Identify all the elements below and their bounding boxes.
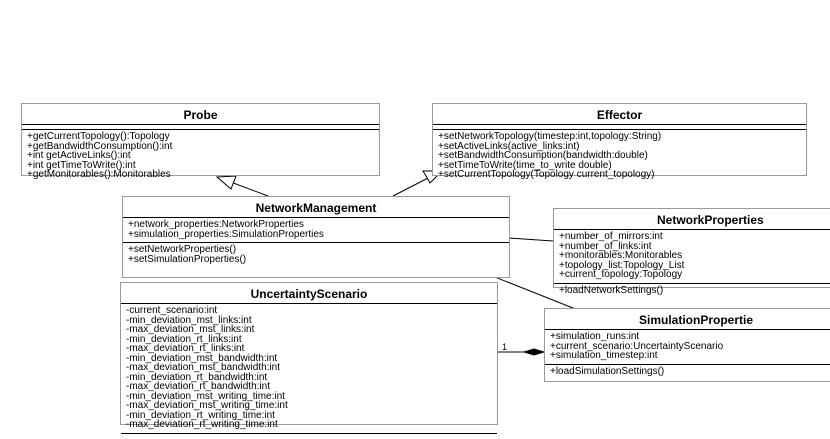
operation: +setCurrentTopology(Topology current_top… xyxy=(438,169,655,180)
attribute: -max_deviation_mst_links:int xyxy=(126,324,255,335)
operations-compartment xyxy=(121,434,497,439)
class-network-properties[interactable]: NetworkProperties +number_of_mirrors:int… xyxy=(553,208,830,295)
composition-diamond xyxy=(522,348,546,356)
attribute: -min_deviation_mst_bandwidth:int xyxy=(126,352,278,364)
operation: +setSimulationProperties() xyxy=(128,253,247,265)
attribute: -max_deviation_rt_writing_time:int xyxy=(126,419,278,430)
multiplicity-label: 1 xyxy=(502,342,507,352)
generalization-arrowhead-probe xyxy=(215,175,237,190)
attributes-compartment xyxy=(433,125,806,130)
class-probe[interactable]: Probe +getCurrentTopology():Topology +ge… xyxy=(21,103,380,179)
attribute: +simulation_properties:SimulationPropert… xyxy=(128,228,324,240)
attribute: -max_deviation_rt_bandwidth:int xyxy=(126,381,270,392)
operation: +setNetworkProperties() xyxy=(128,244,237,255)
generalization-line-probe xyxy=(227,180,269,197)
generalization-line-effector xyxy=(392,175,433,197)
class-name: SimulationPropertie xyxy=(545,309,830,330)
class-uncertainty-scenario[interactable]: UncertaintyScenario -current_scenario:in… xyxy=(120,282,498,434)
association-line-network-properties xyxy=(508,237,554,242)
operations-compartment: +setNetworkProperties() +setSimulationPr… xyxy=(123,243,509,267)
attribute: +current_scenario:UncertaintyScenario xyxy=(550,340,724,352)
attribute: -min_deviation_rt_links:int xyxy=(126,333,242,345)
class-name: Probe xyxy=(22,104,379,125)
operation: +loadNetworkSettings() xyxy=(559,284,664,296)
operation: +getMonitorables():Monitorables xyxy=(27,169,171,180)
class-effector[interactable]: Effector +setNetworkTopology(timestep:in… xyxy=(432,103,807,179)
attribute: -current_scenario:int xyxy=(126,305,218,316)
attributes-compartment: +network_properties:NetworkProperties +s… xyxy=(123,218,509,243)
attribute: +network_properties:NetworkProperties xyxy=(128,219,304,230)
attribute: +number_of_links:int xyxy=(559,240,652,252)
attribute: -min_deviation_rt_writing_time:int xyxy=(126,409,275,421)
class-name: NetworkManagement xyxy=(123,197,509,218)
attribute: -min_deviation_mst_links:int xyxy=(126,314,252,326)
attributes-compartment: -current_scenario:int -min_deviation_mst… xyxy=(121,304,497,434)
attribute: +simulation_runs:int xyxy=(550,331,640,342)
operations-compartment: +getCurrentTopology():Topology +getBandw… xyxy=(22,130,379,183)
operation: +int getTimeToWrite():int xyxy=(27,159,136,171)
operation: +setBandwidthConsumption(bandwidth:doubl… xyxy=(438,150,648,161)
attribute: -max_deviation_mst_writing_time:int xyxy=(126,400,288,411)
attributes-compartment xyxy=(22,125,379,130)
class-name: NetworkProperties xyxy=(554,209,830,230)
operation: +int getActiveLinks():int xyxy=(27,150,131,161)
operation: +getCurrentTopology():Topology xyxy=(27,131,170,142)
class-name: Effector xyxy=(433,104,806,125)
class-name: UncertaintyScenario xyxy=(121,283,497,304)
class-network-management[interactable]: NetworkManagement +network_properties:Ne… xyxy=(122,196,510,278)
operation: +getBandwidthConsumption():int xyxy=(27,140,173,152)
operation: +loadSimulationSettings() xyxy=(550,365,665,377)
operations-compartment: +loadSimulationSettings() xyxy=(545,365,830,380)
attributes-compartment: +simulation_runs:int +current_scenario:U… xyxy=(545,330,830,365)
attribute: +monitorables:Monitorables xyxy=(559,250,683,261)
attribute: -min_deviation_mst_writing_time:int xyxy=(126,390,285,402)
operations-compartment: +setNetworkTopology(timestep:int,topolog… xyxy=(433,130,806,183)
operation: +setTimeToWrite(time_to_write double) xyxy=(438,159,612,171)
attribute: -min_deviation_rt_bandwidth:int xyxy=(126,371,268,383)
class-simulation-properties[interactable]: SimulationPropertie +simulation_runs:int… xyxy=(544,308,830,382)
operations-compartment: +loadNetworkSettings() xyxy=(554,284,830,299)
attribute: +number_of_mirrors:int xyxy=(559,231,663,242)
attribute: +current_topology:Topology xyxy=(559,269,683,280)
attribute: -max_deviation_rt_links:int xyxy=(126,343,245,354)
operation: +setActiveLinks(active_links:int) xyxy=(438,140,580,152)
attribute: -max_deviation_mst_bandwidth:int xyxy=(126,362,280,373)
attribute: +topology_list:Topology_List xyxy=(559,259,685,271)
attributes-compartment: +number_of_mirrors:int +number_of_links:… xyxy=(554,230,830,284)
attribute: +simulation_timestep:int xyxy=(550,350,658,361)
operation: +setNetworkTopology(timestep:int,topolog… xyxy=(438,131,662,142)
